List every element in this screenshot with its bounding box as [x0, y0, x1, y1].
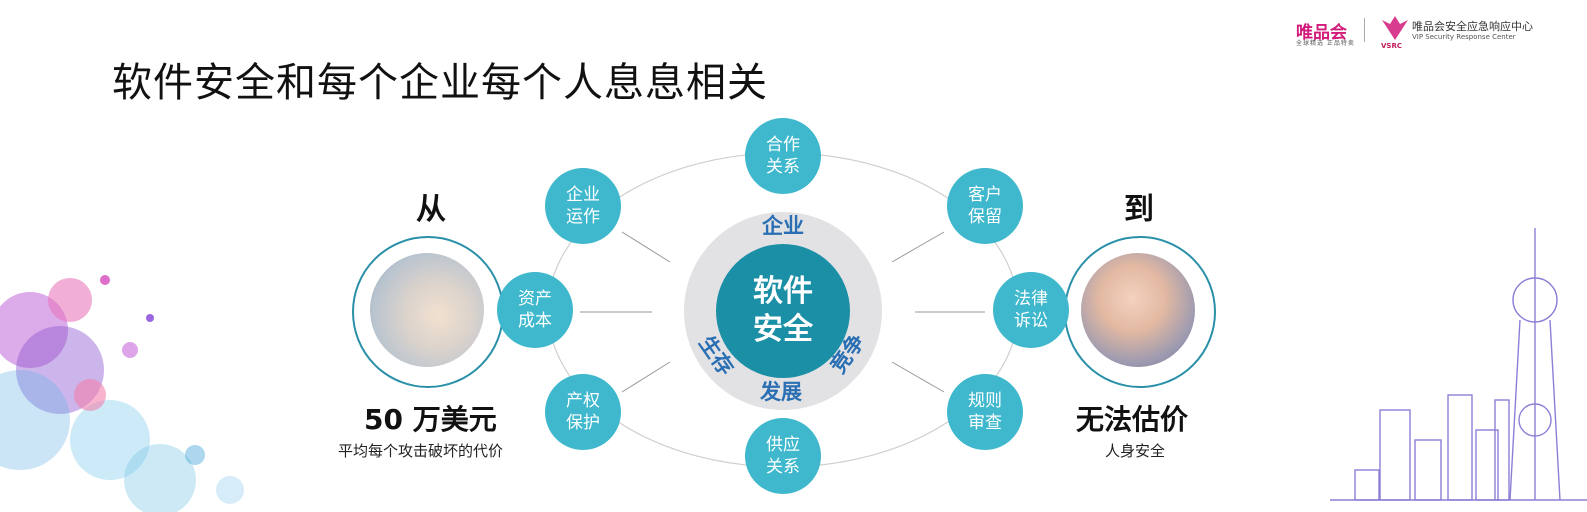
- node-ip: 产权保护: [545, 374, 621, 450]
- node-customer: 客户保留: [947, 168, 1023, 244]
- core-label: 软件安全: [753, 274, 813, 347]
- vsrc-label: VSRC: [1381, 42, 1402, 50]
- left-caption: 平均每个攻击破坏的代价: [338, 442, 504, 460]
- skyline-illustration: [1330, 228, 1587, 501]
- node-coop-label: 合作关系: [766, 135, 800, 177]
- ring-word-top: 企业: [762, 214, 804, 238]
- node-ops: 企业运作: [545, 168, 621, 244]
- node-legal-label: 法律诉讼: [1014, 289, 1048, 331]
- from-label: 从: [416, 192, 446, 227]
- ring-word-bottom: 发展: [760, 380, 802, 404]
- node-legal: 法律诉讼: [993, 272, 1069, 348]
- business-hands-image: [370, 253, 484, 367]
- node-audit-label: 规则审查: [968, 391, 1002, 433]
- vip-slogan: 全球精选 正品特卖: [1296, 40, 1355, 47]
- vsrc-wings-icon: [1382, 16, 1408, 40]
- core-circle: 软件安全: [716, 244, 850, 378]
- node-supply: 供应关系: [745, 418, 821, 494]
- paint-splash: [0, 275, 244, 512]
- page-title: 软件安全和每个企业每个人息息相关: [112, 60, 768, 106]
- node-ip-label: 产权保护: [566, 391, 600, 433]
- to-label: 到: [1124, 192, 1154, 227]
- node-ops-label: 企业运作: [566, 185, 600, 227]
- left-value: 50 万美元: [364, 403, 497, 436]
- vip-logo: 唯品会: [1296, 23, 1347, 43]
- right-value: 无法估价: [1076, 403, 1189, 436]
- node-supply-label: 供应关系: [766, 435, 800, 477]
- vsrc-name-en: VIP Security Response Center: [1412, 33, 1516, 41]
- node-coop: 合作关系: [745, 118, 821, 194]
- logo-divider: [1364, 18, 1365, 42]
- connector-arrows: [580, 231, 985, 393]
- baby-image: [1081, 253, 1195, 367]
- right-caption: 人身安全: [1105, 442, 1166, 460]
- node-assets: 资产成本: [497, 272, 573, 348]
- vsrc-name-cn: 唯品会安全应急响应中心: [1412, 20, 1533, 33]
- node-customer-label: 客户保留: [968, 185, 1002, 227]
- node-assets-label: 资产成本: [518, 289, 552, 331]
- node-audit: 规则审查: [947, 374, 1023, 450]
